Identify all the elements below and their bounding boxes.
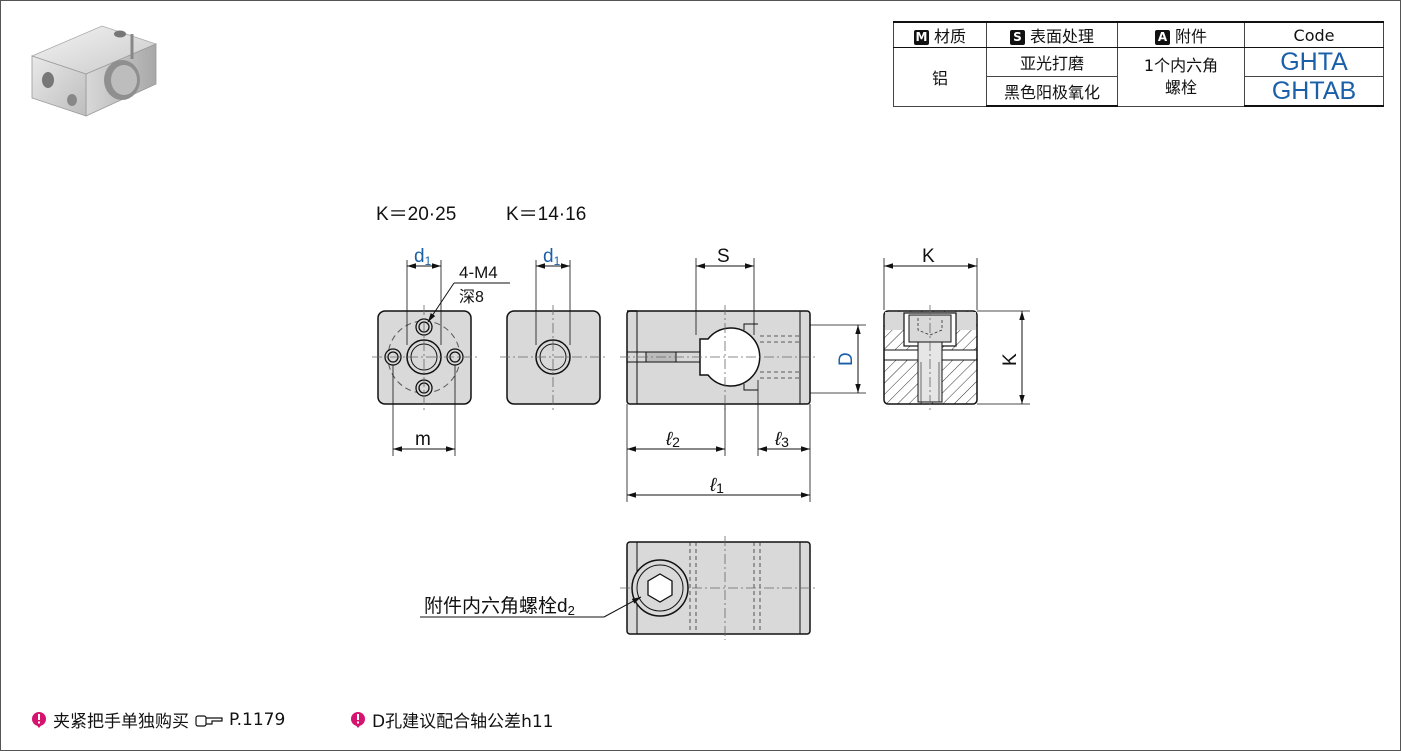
- dim-m-label: m: [415, 429, 431, 450]
- note-shaft-tolerance: D孔建议配合轴公差h11: [349, 707, 554, 732]
- code-link[interactable]: GHTAB: [1244, 76, 1384, 107]
- side-view: S D ℓ2 ℓ3 ℓ1: [620, 246, 866, 502]
- info-pin-icon: [351, 711, 365, 728]
- thread-label: 4-M4: [459, 263, 498, 282]
- spec-table-row: 黑色阳极氧化 GHTAB: [894, 76, 1384, 107]
- code-link[interactable]: GHTA: [1244, 47, 1384, 77]
- dim-l1-label: ℓ1: [709, 475, 724, 496]
- dim-l3-label: ℓ3: [774, 429, 789, 450]
- variant-label-k20-25: K＝20·25: [376, 204, 456, 225]
- dim-l2-label: ℓ2: [665, 429, 680, 450]
- top-view: 附件内六角螺栓d2: [420, 536, 818, 640]
- dim-D-label: D: [836, 352, 857, 366]
- dim-d1-label: d1: [543, 246, 561, 268]
- variant-label-k14-16: K＝14·16: [506, 204, 586, 225]
- dim-S-label: S: [717, 246, 730, 267]
- accessory-badge-icon: A: [1154, 30, 1170, 45]
- depth-label: 深8: [459, 288, 484, 306]
- end-view-4-holes: d1 4-M4 深8 m: [372, 246, 510, 456]
- technical-drawing: K＝20·25 K＝14·16 d1 4-M4 深8 m: [372, 204, 1030, 640]
- hex-socket-icon: [647, 573, 673, 603]
- info-pin-icon: [32, 711, 46, 728]
- spec-table-row: 铝 亚光打磨 1个内六角螺栓 GHTA: [893, 47, 1384, 107]
- product-photo: [30, 25, 158, 117]
- surface-badge-icon: S: [1009, 30, 1025, 45]
- header-code: Code: [1244, 21, 1384, 48]
- dim-K-label: K: [922, 246, 935, 267]
- note-handle-purchase: 夹紧把手单独购买 P.1179: [30, 707, 285, 732]
- pointing-hand-icon: [195, 714, 223, 727]
- material-cell: 铝: [893, 47, 987, 107]
- bolt-label: 附件内六角螺栓d2: [424, 595, 575, 618]
- treatment-cell: 亚光打磨: [986, 47, 1118, 77]
- accessory-cell: 1个内六角螺栓: [1117, 47, 1245, 107]
- page-reference-link[interactable]: P.1179: [229, 709, 286, 730]
- end-view-small: d1: [500, 246, 607, 410]
- treatment-cell: 黑色阳极氧化: [986, 76, 1118, 107]
- section-view: K K: [883, 246, 1030, 410]
- dim-K-label: K: [1000, 353, 1021, 366]
- material-badge-icon: M: [913, 30, 929, 45]
- dim-d1-label: d1: [414, 246, 432, 268]
